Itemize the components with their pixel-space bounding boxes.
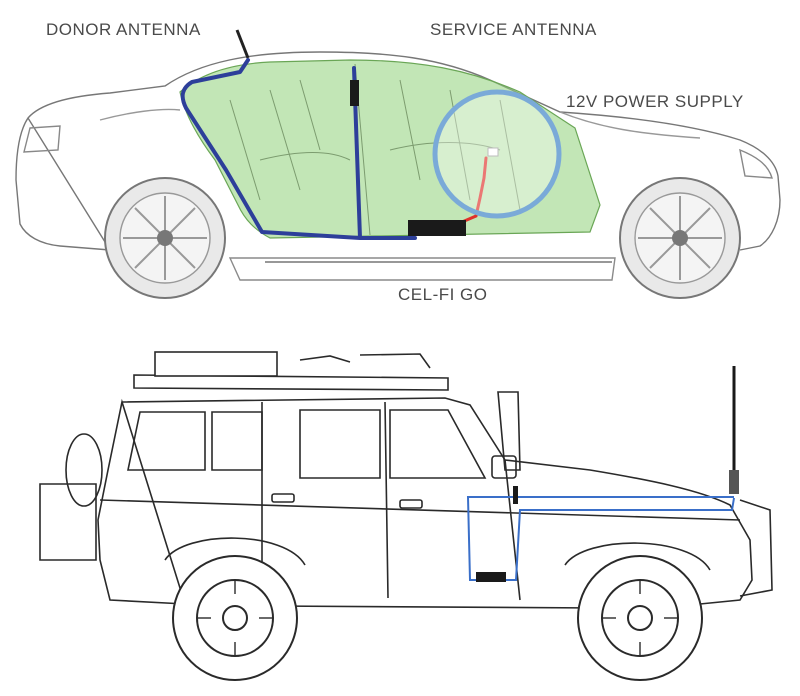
sedan-tail xyxy=(23,125,61,153)
power-supply-label: 12V POWER SUPPLY xyxy=(566,92,744,111)
suv-rack-box xyxy=(154,351,278,377)
power-wire xyxy=(460,156,488,224)
suv-mid-window xyxy=(211,411,263,471)
suv-rear-window xyxy=(127,411,206,471)
suv-service-antenna xyxy=(513,486,518,504)
sedan-rear-wheel xyxy=(104,177,226,299)
suv-cel-fi-device xyxy=(476,572,506,582)
service-antenna-label: SERVICE ANTENNA xyxy=(430,20,597,39)
suv-front-wheel xyxy=(577,555,703,681)
suv-front-door-window xyxy=(389,409,487,479)
sedan-front-wheel xyxy=(619,177,741,299)
cel-fi-go-label: CEL-FI GO xyxy=(398,285,488,304)
donor-antenna-label: DONOR ANTENNA xyxy=(46,20,201,39)
power-supply-highlight xyxy=(432,89,562,219)
sedan-sill xyxy=(228,257,616,281)
sedan-illustration xyxy=(15,51,781,281)
sedan-body-outline xyxy=(15,51,781,263)
suv-cable-route xyxy=(466,496,735,581)
sedan-cabin-area xyxy=(179,59,601,239)
suv-roof-rack xyxy=(133,374,449,391)
suv-illustration xyxy=(39,351,773,609)
suv-rear-wheel xyxy=(172,555,298,681)
suv-spare-tire xyxy=(65,433,103,507)
sedan-headlight xyxy=(739,148,773,179)
suv-snorkel xyxy=(497,391,521,471)
suv-body-outline xyxy=(97,397,753,609)
donor-antenna-mast xyxy=(235,29,250,59)
service-antenna-unit xyxy=(350,80,359,106)
suv-rear-door-window xyxy=(299,409,381,479)
sedan-interior xyxy=(229,63,521,236)
power-plug xyxy=(487,147,499,157)
cel-fi-go-device xyxy=(408,220,466,236)
